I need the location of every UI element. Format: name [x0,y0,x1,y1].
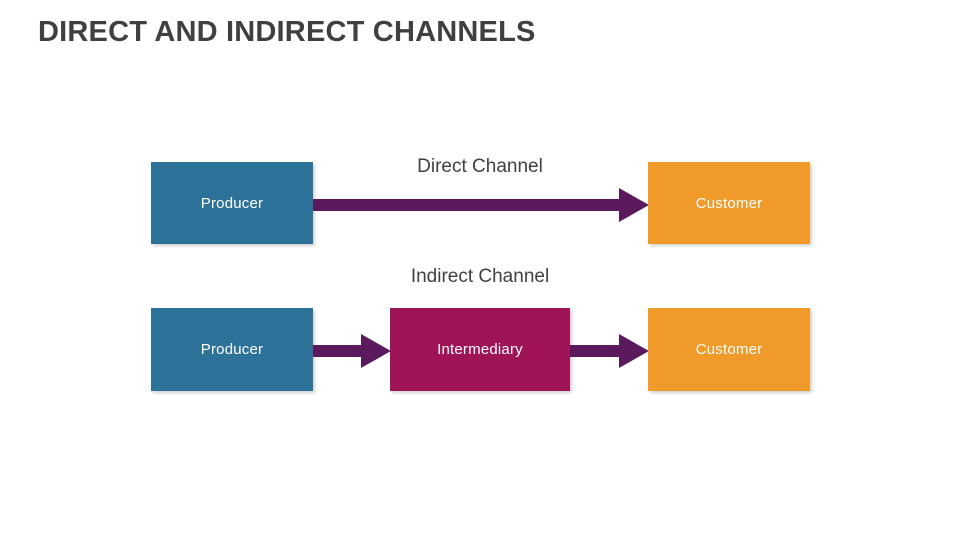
arrow-intermediary-to-customer [570,334,649,368]
node-customer-indirect[interactable]: Customer [648,308,810,391]
node-intermediary[interactable]: Intermediary [390,308,570,391]
node-customer-direct[interactable]: Customer [648,162,810,244]
node-label: Customer [695,194,763,212]
node-label: Intermediary [437,341,523,358]
node-producer-direct[interactable]: Producer [151,162,313,244]
node-producer-indirect[interactable]: Producer [151,308,313,391]
arrow-producer-to-customer [313,188,649,222]
caption-direct-channel: Direct Channel [417,156,543,177]
node-label: Producer [200,194,264,212]
node-label: Customer [695,341,763,358]
arrow-producer-to-intermediary [313,334,391,368]
node-label: Producer [200,341,264,358]
caption-indirect-channel: Indirect Channel [410,266,550,287]
page-title: DIRECT AND INDIRECT CHANNELS [38,16,536,48]
